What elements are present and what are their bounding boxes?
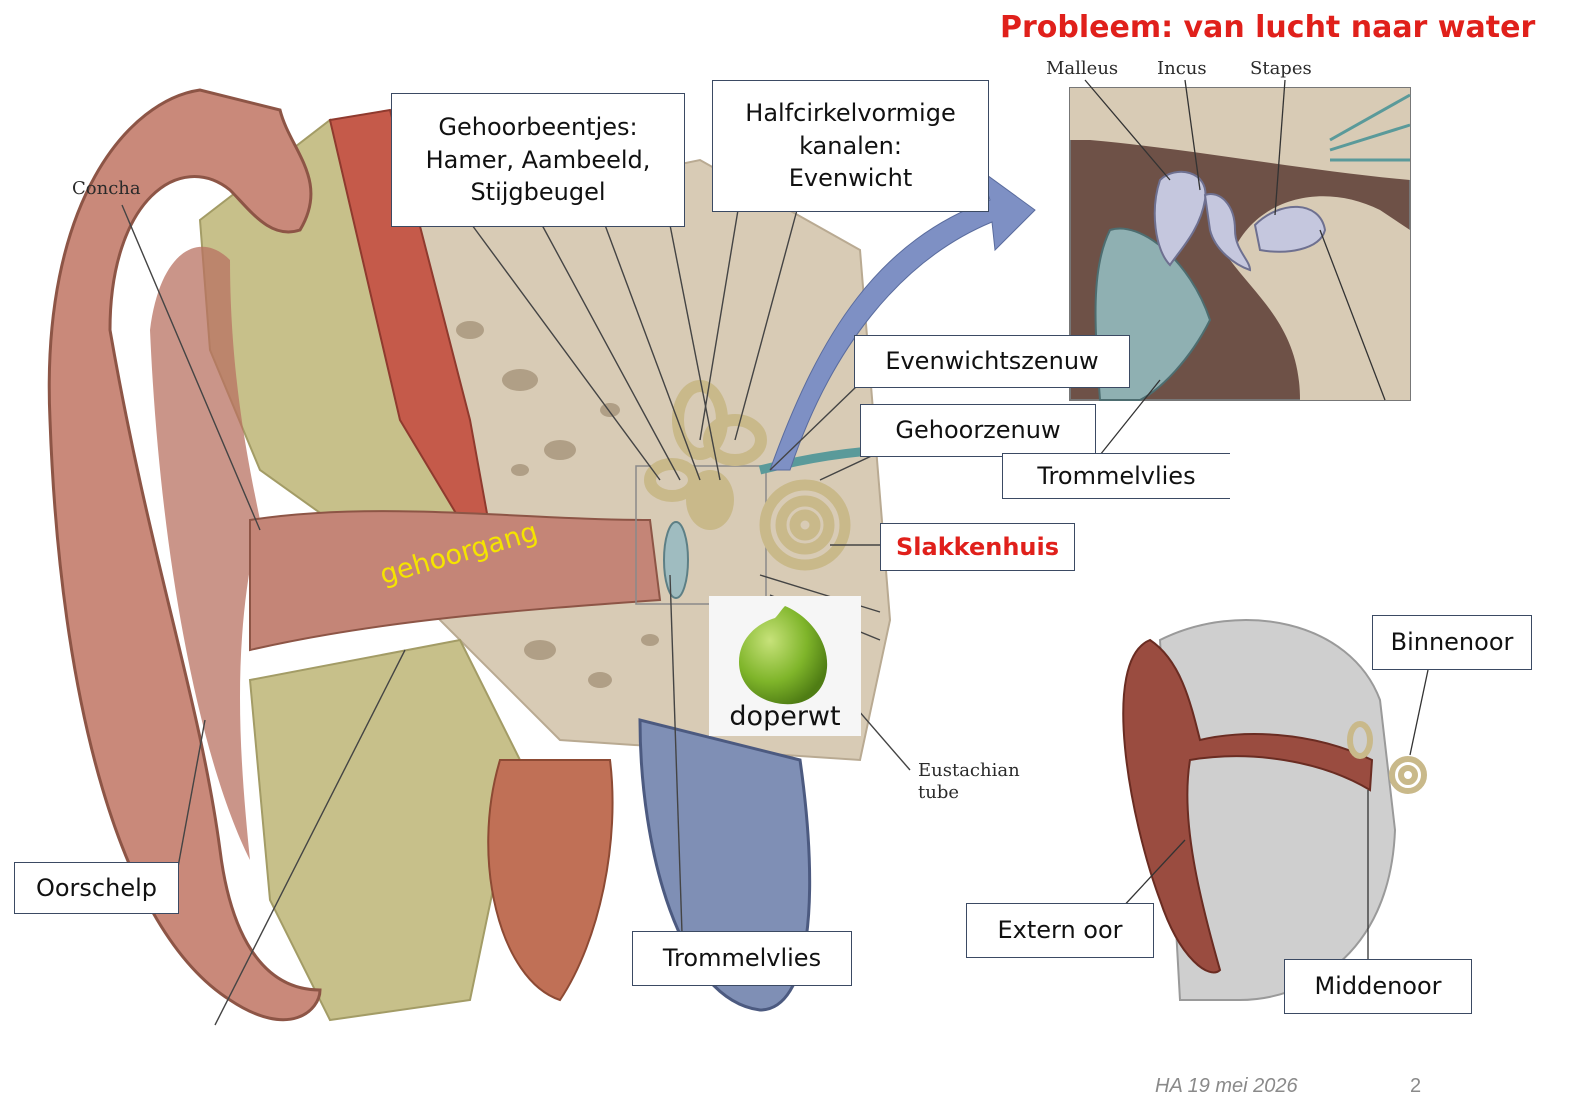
label-eustachian-line1: Eustachian <box>918 760 1020 782</box>
label-stapes: Stapes <box>1250 58 1312 80</box>
vessel-red <box>488 760 612 1000</box>
ossicles-line2: Hamer, Aambeeld, <box>426 144 651 176</box>
label-concha: Concha <box>72 178 141 200</box>
label-incus: Incus <box>1157 58 1207 80</box>
semicircular-line2: kanalen: <box>745 130 955 162</box>
label-eustachian-tube: Eustachian tube <box>918 760 1020 803</box>
label-box-vestibular-nerve: Evenwichtszenuw <box>854 335 1130 388</box>
pea-photo: doperwt <box>709 596 861 736</box>
label-box-eardrum-main: Trommelvlies <box>632 931 852 986</box>
middle-ear-inset <box>1070 80 1412 502</box>
footer-text: HA 19 mei 2026 <box>1155 1075 1298 1098</box>
label-box-ossicles: Gehoorbeentjes: Hamer, Aambeeld, Stijgbe… <box>391 93 685 227</box>
label-box-middle-ear: Middenoor <box>1284 959 1472 1014</box>
label-box-semicircular: Halfcirkelvormige kanalen: Evenwicht <box>712 80 989 212</box>
label-box-eardrum-inset: Trommelvlies <box>1002 453 1230 499</box>
label-box-auditory-nerve: Gehoorzenuw <box>860 404 1096 457</box>
ossicles-line3: Stijgbeugel <box>426 176 651 208</box>
label-box-cochlea: Slakkenhuis <box>880 523 1075 571</box>
label-box-pinna: Oorschelp <box>14 862 179 914</box>
pea-label: doperwt <box>709 701 861 732</box>
slide-title: Probleem: van lucht naar water <box>1000 10 1535 45</box>
soft-tissue-lower <box>250 640 520 1020</box>
label-box-external-ear: Extern oor <box>966 903 1154 958</box>
label-box-inner-ear: Binnenoor <box>1372 615 1532 670</box>
semicircular-line3: Evenwicht <box>745 162 955 194</box>
eardrum <box>664 522 688 598</box>
label-malleus: Malleus <box>1046 58 1118 80</box>
semicircular-line1: Halfcirkelvormige <box>745 97 955 129</box>
page-number: 2 <box>1410 1075 1421 1098</box>
small-ear-illustration <box>1120 620 1428 1000</box>
ossicles-line1: Gehoorbeentjes: <box>426 111 651 143</box>
label-eustachian-line2: tube <box>918 782 1020 804</box>
